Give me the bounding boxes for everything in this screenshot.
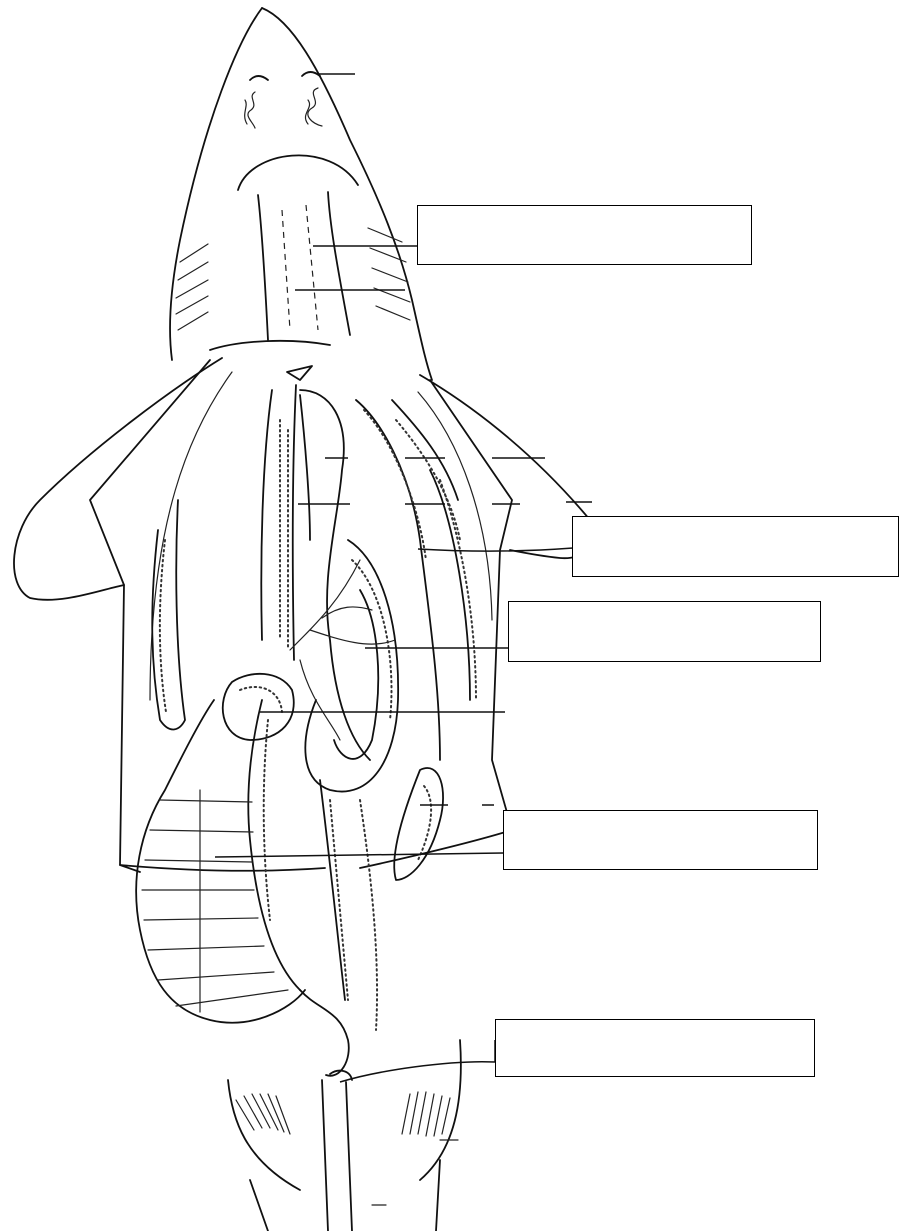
label-box-3-text	[509, 602, 820, 618]
label-box-4[interactable]	[503, 810, 818, 870]
leader-lines	[215, 246, 573, 1082]
pelvic-fins	[228, 1040, 461, 1231]
label-box-2[interactable]	[572, 516, 899, 577]
label-box-2-text	[573, 517, 898, 533]
label-box-1[interactable]	[417, 205, 752, 265]
liver	[300, 390, 440, 760]
throat-region	[210, 192, 350, 350]
label-box-5-text	[496, 1020, 814, 1036]
label-box-3[interactable]	[508, 601, 821, 662]
body-wall	[152, 400, 476, 729]
gill-slits	[176, 228, 410, 330]
intestine	[136, 700, 305, 1023]
cloaca-region	[300, 780, 377, 1080]
head-outline	[170, 8, 432, 380]
heart	[223, 674, 294, 740]
spleen	[394, 768, 443, 880]
label-box-1-text	[418, 206, 751, 222]
label-box-4-text	[504, 811, 817, 827]
label-box-5[interactable]	[495, 1019, 815, 1077]
dorsal-vessels	[261, 366, 312, 660]
nostril-icon	[245, 72, 322, 128]
stomach	[290, 540, 398, 792]
